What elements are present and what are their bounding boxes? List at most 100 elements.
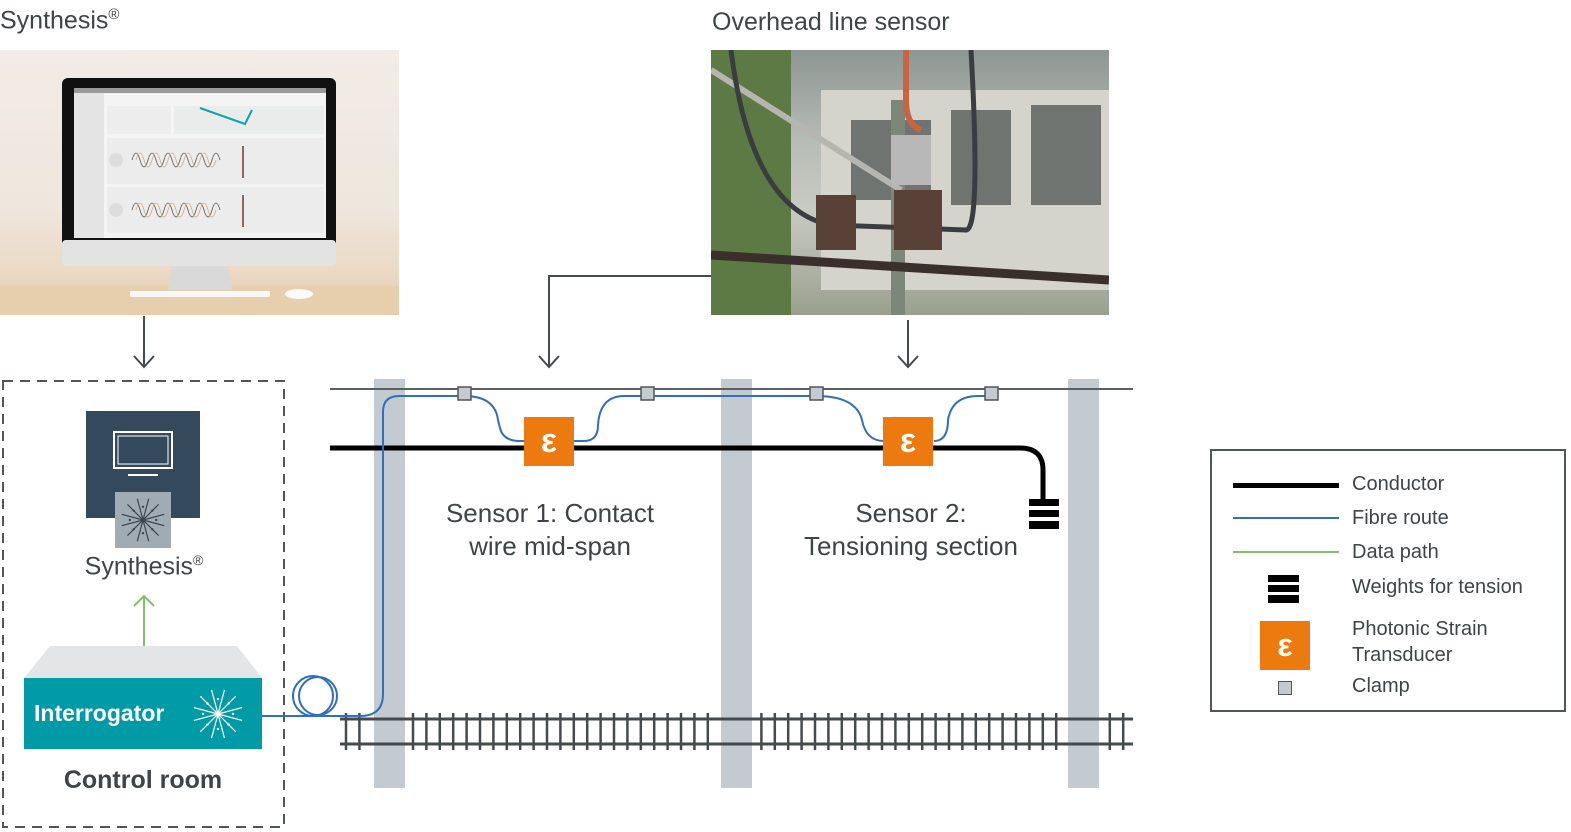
weights-icon — [1268, 595, 1299, 603]
registered-mark: ® — [108, 6, 120, 23]
interrogator-label: Interrogator — [34, 700, 165, 726]
starburst-ray — [199, 713, 219, 733]
starburst-dot — [155, 518, 158, 522]
control-room-label: Control room — [63, 766, 223, 794]
legend-item-clamp: Clamp — [1212, 673, 1564, 703]
starburst-dot — [231, 712, 235, 716]
conductor-line — [330, 445, 1046, 500]
imac-illustration — [0, 78, 399, 315]
fibre-coil — [298, 676, 338, 716]
legend-label: Weights for tension — [1352, 576, 1523, 598]
legend-label: Fibre route — [1352, 507, 1449, 529]
sensor-2-label: Sensor 2: Tensioning section — [780, 497, 1042, 563]
data-line-icon — [1233, 551, 1339, 553]
sensor-1-label: Sensor 1: Contact wire mid-span — [430, 497, 670, 563]
starburst-ray — [136, 498, 144, 521]
starburst-ray — [210, 689, 219, 715]
starburst-ray — [217, 695, 237, 715]
interrogator-box — [24, 678, 262, 749]
building-window-2 — [951, 110, 1011, 205]
interrogator-top — [24, 646, 262, 678]
screen-sidebar — [74, 93, 104, 238]
shackle — [891, 135, 931, 185]
desk-surface — [0, 286, 399, 315]
starburst-ray — [217, 706, 243, 715]
starburst-dot — [206, 723, 209, 726]
strain-transducer-icon: ε — [1260, 621, 1310, 670]
legend-item-conductor: Conductor — [1212, 469, 1564, 499]
legend-label: Photonic Strain Transducer — [1352, 616, 1488, 668]
starburst-icon — [121, 498, 165, 542]
starburst-ray — [136, 519, 144, 542]
starburst-ray — [217, 713, 226, 739]
arrow-down-icon — [133, 355, 155, 369]
legend-label: Conductor — [1352, 473, 1445, 495]
screen-status-panel — [107, 106, 171, 134]
starburst-ray — [142, 519, 150, 542]
building-window-3 — [1031, 105, 1101, 205]
fibre-line-icon — [1233, 517, 1339, 519]
overhead-line-sensor-photo — [711, 50, 1109, 315]
synthesis-title-text: Synthesis — [0, 6, 109, 35]
starburst-ray — [217, 713, 243, 722]
overhead-line-sensor-title: Overhead line sensor — [712, 8, 950, 36]
starburst-dot — [128, 518, 131, 522]
catenary-post — [1068, 379, 1099, 788]
legend: Conductor Fibre route Data path Weights … — [1210, 449, 1566, 712]
starburst-ray — [121, 519, 144, 527]
legend-label: Data path — [1352, 541, 1439, 563]
clamp-icon — [809, 386, 824, 401]
starburst-dot — [206, 702, 209, 705]
screen-phasor-voltage — [109, 153, 123, 167]
screen-bar-voltage — [242, 146, 244, 178]
strain-transducer-sensor-2 — [883, 417, 933, 466]
clamp-icon — [457, 386, 472, 401]
railway-track — [340, 713, 1133, 750]
clamp-left — [816, 195, 856, 250]
starburst-ray — [142, 498, 150, 521]
legend-item-strain-transducer: ε Photonic Strain Transducer — [1212, 616, 1564, 670]
starburst-ray — [142, 513, 165, 521]
catenary-post — [374, 379, 405, 788]
sensor-1-label-line2: wire mid-span — [469, 531, 631, 561]
weights-icon — [1268, 575, 1299, 582]
starburst-icon — [193, 689, 243, 739]
screen-bar-current — [242, 195, 244, 227]
starburst-ray — [193, 713, 219, 722]
legend-label-line1: Photonic Strain — [1352, 618, 1488, 640]
starburst-dot — [151, 509, 154, 512]
starburst-ray — [127, 519, 144, 536]
weights-icon — [1029, 499, 1059, 506]
legend-item-weights: Weights for tension — [1212, 571, 1564, 603]
catenary-post — [721, 379, 752, 788]
screen-current-panel — [107, 187, 324, 233]
contact-wire — [711, 250, 1109, 285]
clamp-icon — [1278, 681, 1292, 695]
conductor-line-icon — [1233, 483, 1339, 488]
starburst-ray — [217, 713, 237, 733]
starburst-ray — [199, 695, 219, 715]
copper-hanger — [903, 50, 923, 133]
mouse — [285, 289, 313, 299]
starburst-ray — [193, 706, 219, 715]
starburst-ray — [142, 519, 165, 527]
starburst-dot — [132, 509, 135, 512]
starburst-ray — [121, 513, 144, 521]
starburst-ray — [127, 504, 144, 521]
starburst-ray — [210, 713, 219, 739]
fibre-coil — [292, 675, 334, 717]
screen-map-route — [199, 107, 253, 126]
synthesis-monitor-photo — [0, 50, 399, 315]
control-room-boundary — [2, 380, 285, 828]
arrow-up-icon — [133, 594, 155, 607]
starburst-dot — [216, 727, 220, 731]
epsilon-icon: ε — [540, 422, 558, 460]
screen-phasor-current — [109, 203, 123, 217]
ohl-sensor-illustration — [711, 50, 1109, 315]
starburst-dot — [151, 528, 154, 531]
starburst-ray — [142, 519, 159, 536]
clamp-right — [894, 190, 942, 250]
screen-current-wave-2 — [135, 202, 217, 218]
screen-voltage-wave — [131, 152, 221, 168]
